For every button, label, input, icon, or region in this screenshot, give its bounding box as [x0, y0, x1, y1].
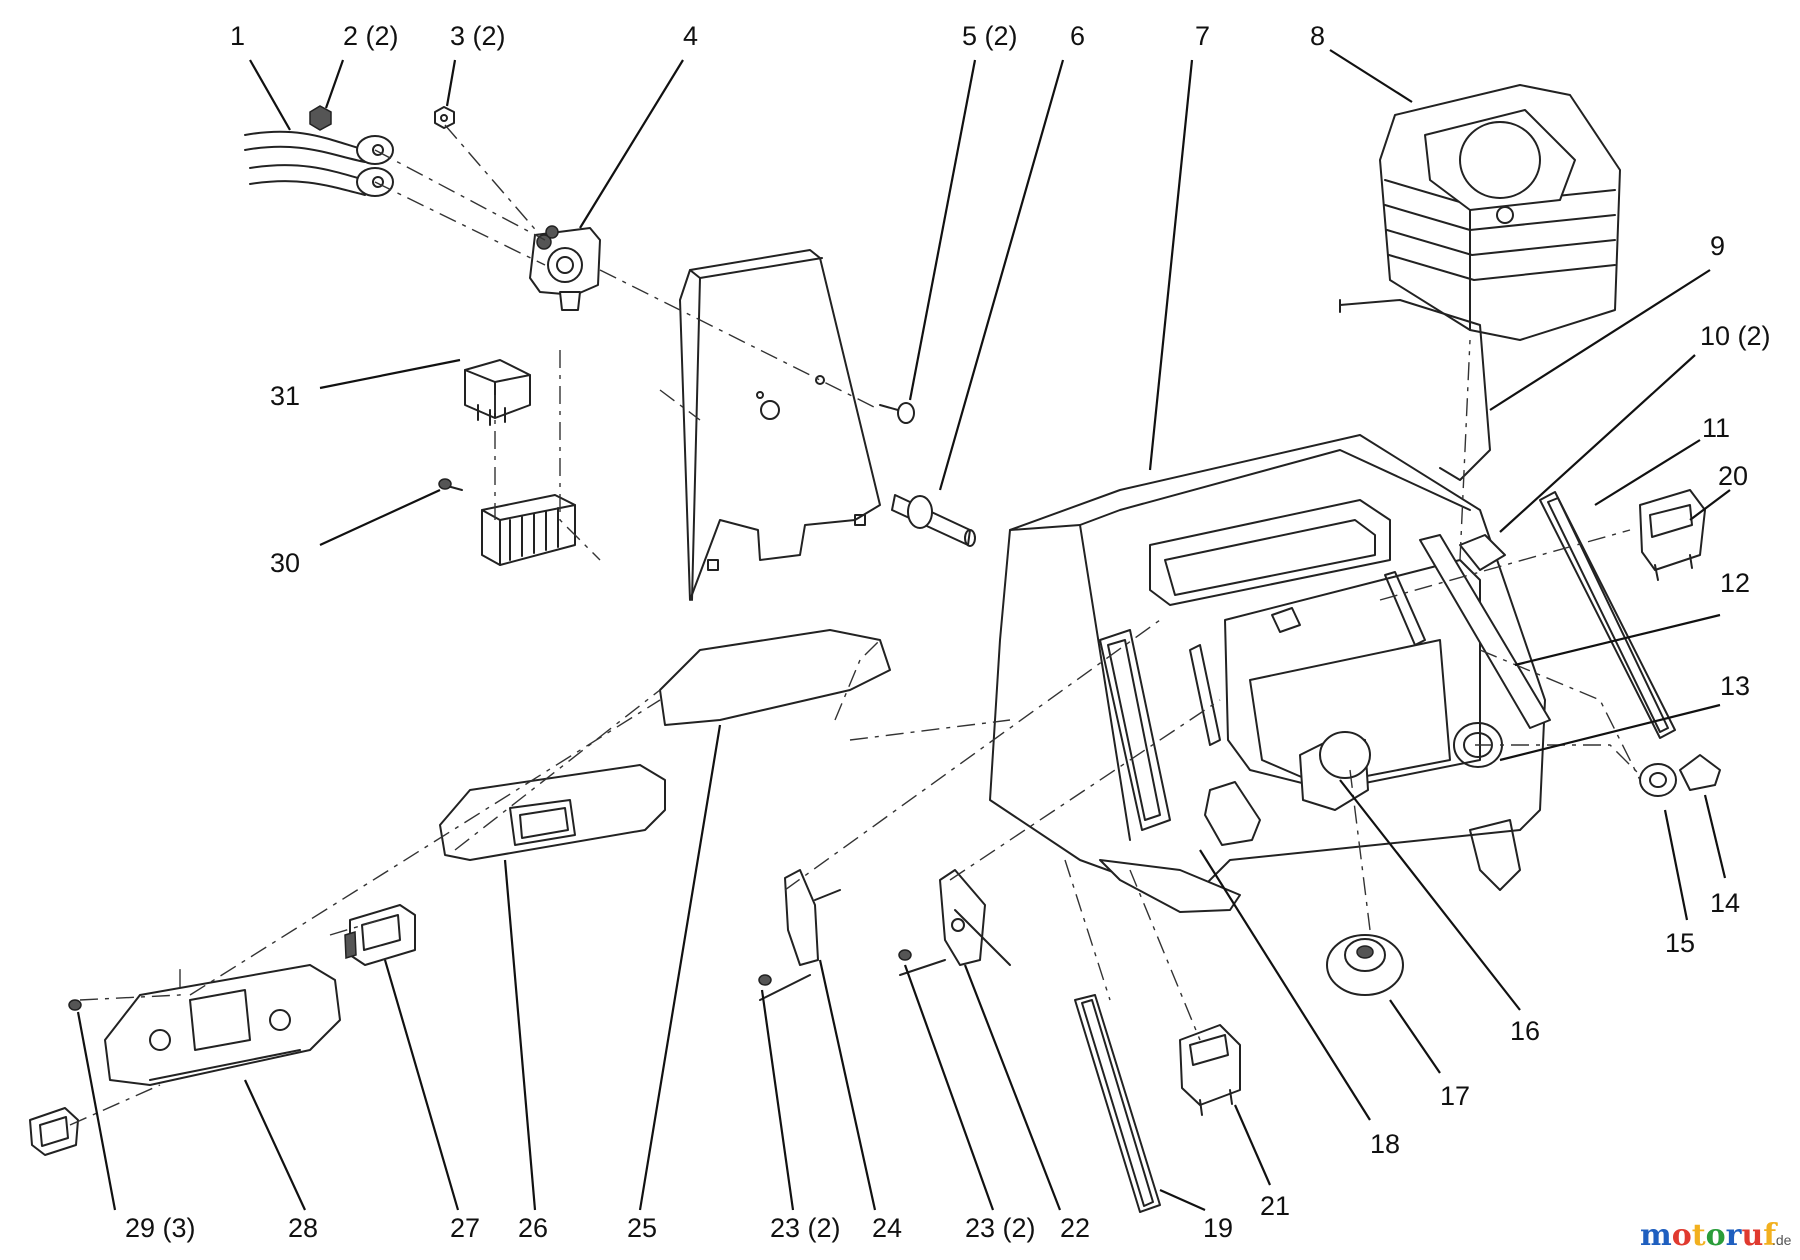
callout-11: 11 — [1702, 413, 1730, 443]
callout-13: 13 — [1720, 671, 1750, 701]
callout-27: 27 — [450, 1213, 480, 1243]
rocker-switch-lower — [1179, 1024, 1241, 1116]
knob-and-nut — [1639, 754, 1721, 797]
watermark-letter: o — [1706, 1218, 1726, 1253]
callout-24: 24 — [872, 1213, 902, 1243]
hour-meter — [344, 904, 416, 966]
callout-7: 7 — [1195, 21, 1210, 51]
dash-console — [989, 434, 1551, 913]
watermark-letter: f — [1763, 1218, 1778, 1253]
callout-26: 26 — [518, 1213, 548, 1243]
callout-9: 9 — [1710, 231, 1725, 261]
watermark-letter: u — [1741, 1218, 1763, 1253]
watermark-letter: m — [1640, 1218, 1672, 1253]
callout-23-right: 23 (2) — [965, 1213, 1036, 1243]
callout-2: 2 (2) — [343, 21, 399, 51]
choke-linkage — [758, 869, 841, 1001]
callout-labels: 1 2 (2) 3 (2) 4 5 (2) 6 7 8 9 10 (2) 11 … — [125, 21, 1771, 1243]
throttle-linkage — [898, 869, 1011, 976]
shift-boot — [1379, 84, 1621, 341]
callout-5: 5 (2) — [962, 21, 1018, 51]
callout-1: 1 — [230, 21, 245, 51]
assembly-lines — [69, 124, 1641, 1126]
callout-23-left: 23 (2) — [770, 1213, 841, 1243]
ignition-switch — [1299, 731, 1371, 811]
fuse-block — [438, 478, 576, 566]
callout-6: 6 — [1070, 21, 1085, 51]
watermark-letter: t — [1692, 1218, 1706, 1253]
callout-12: 12 — [1720, 568, 1750, 598]
callout-30: 30 — [270, 548, 300, 578]
watermark-logo: motoruf .de — [1640, 1218, 1792, 1253]
callout-25: 25 — [627, 1213, 657, 1243]
callout-8: 8 — [1310, 21, 1325, 51]
callout-19: 19 — [1203, 1213, 1233, 1243]
bolt — [879, 402, 915, 424]
shaft — [891, 494, 976, 547]
upper-cover — [659, 629, 891, 726]
watermark-suffix: .de — [1772, 1232, 1792, 1248]
callout-4: 4 — [683, 21, 698, 51]
panel-strip — [1539, 491, 1676, 739]
callout-17: 17 — [1440, 1081, 1470, 1111]
callout-15: 15 — [1665, 928, 1695, 958]
switch-cap — [1459, 534, 1506, 571]
callout-18: 18 — [1370, 1129, 1400, 1159]
rocker-switch — [1639, 489, 1706, 581]
callout-22: 22 — [1060, 1213, 1090, 1243]
panel-strip-lower — [1074, 994, 1161, 1213]
starter-solenoid — [529, 225, 601, 311]
watermark-letter: o — [1672, 1218, 1692, 1253]
callout-14: 14 — [1710, 888, 1740, 918]
lower-panel — [104, 964, 341, 1086]
callout-16: 16 — [1510, 1016, 1540, 1046]
screw-and-plug — [29, 999, 82, 1156]
watermark-brand: motoruf — [1640, 1218, 1778, 1253]
callout-31: 31 — [270, 381, 300, 411]
watermark-letter: r — [1726, 1218, 1743, 1253]
callout-29: 29 (3) — [125, 1213, 196, 1243]
bezel — [439, 764, 666, 861]
battery-cables — [244, 130, 394, 197]
callout-28: 28 — [288, 1213, 318, 1243]
hex-nut-3 — [434, 106, 455, 129]
callout-21: 21 — [1260, 1191, 1290, 1221]
callout-10: 10 (2) — [1700, 321, 1771, 351]
mounting-bracket — [679, 249, 881, 601]
cup-holder — [1326, 934, 1404, 996]
leader-lines — [76, 49, 1731, 1212]
relay — [464, 359, 531, 426]
hex-nut-2 — [309, 105, 332, 131]
callout-3: 3 (2) — [450, 21, 506, 51]
callout-20: 20 — [1718, 461, 1748, 491]
shift-rod — [1339, 299, 1491, 481]
